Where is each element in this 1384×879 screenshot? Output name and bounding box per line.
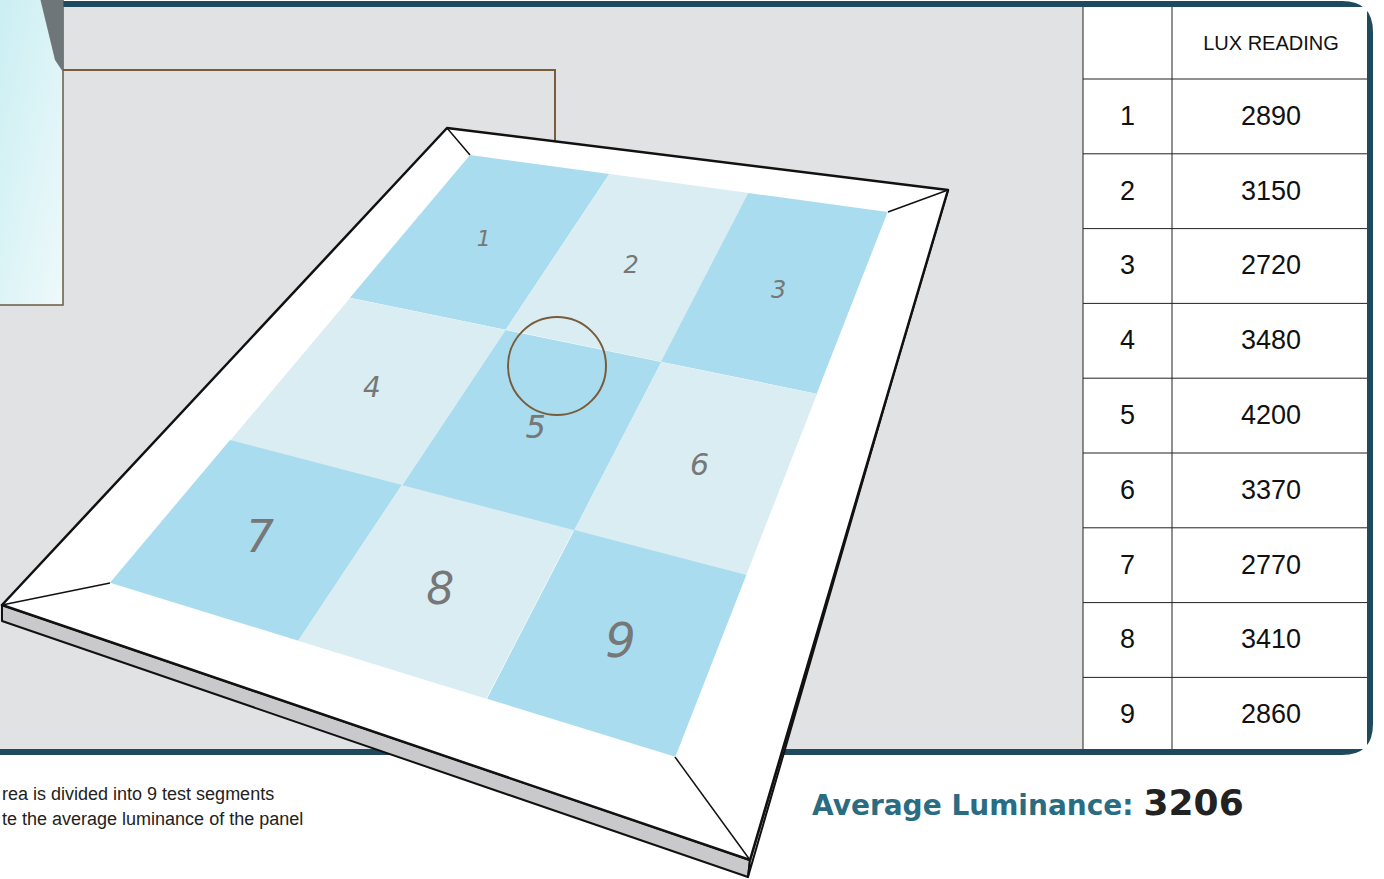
table-value: 4200 — [1172, 378, 1370, 453]
table-index: 2 — [1083, 154, 1172, 229]
test-segment: 9 — [487, 530, 746, 757]
table-index: 4 — [1083, 303, 1172, 378]
callout-circle — [508, 317, 606, 415]
table-index: 1 — [1083, 79, 1172, 154]
photo-probe — [40, 0, 63, 72]
table-value: 2770 — [1172, 528, 1370, 603]
average-line: Average Luminance: 3206 — [812, 782, 1244, 823]
table-value: 2890 — [1172, 79, 1370, 154]
test-segment: 3 — [661, 193, 888, 394]
segment-number: 6 — [690, 450, 709, 480]
segment-number: 5 — [526, 411, 546, 443]
table-value: 3410 — [1172, 603, 1370, 678]
panel-bevel — [2, 128, 948, 860]
table-index: 5 — [1083, 378, 1172, 453]
table-header: LUX READING — [1172, 7, 1370, 79]
table-value: 3370 — [1172, 453, 1370, 528]
average-label: Average Luminance: — [812, 789, 1134, 822]
segment-number: 8 — [426, 567, 454, 611]
table-index: 8 — [1083, 603, 1172, 678]
average-value: 3206 — [1144, 782, 1244, 823]
segment-number: 1 — [477, 228, 491, 250]
segment-number: 2 — [624, 253, 639, 277]
segment-fill — [487, 530, 746, 757]
segment-fill — [661, 193, 888, 394]
table-index: 7 — [1083, 528, 1172, 603]
table-index: 9 — [1083, 677, 1172, 752]
table-ground — [1083, 7, 1367, 749]
segment-number: 3 — [771, 278, 786, 302]
panel-frame — [2, 128, 948, 860]
table-grid — [1083, 7, 1367, 749]
table-value: 3480 — [1172, 303, 1370, 378]
segment-number: 9 — [605, 616, 636, 664]
note-text: rea is divided into 9 test segments — [2, 784, 274, 806]
segment-number: 4 — [363, 374, 381, 402]
note-text: te the average luminance of the panel — [2, 809, 303, 831]
segment-number: 7 — [246, 515, 274, 559]
table-value: 2720 — [1172, 229, 1370, 304]
table-value: 3150 — [1172, 154, 1370, 229]
photo-inset — [0, 0, 63, 305]
table-value: 2860 — [1172, 677, 1370, 752]
table-index: 6 — [1083, 453, 1172, 528]
table-index: 3 — [1083, 229, 1172, 304]
